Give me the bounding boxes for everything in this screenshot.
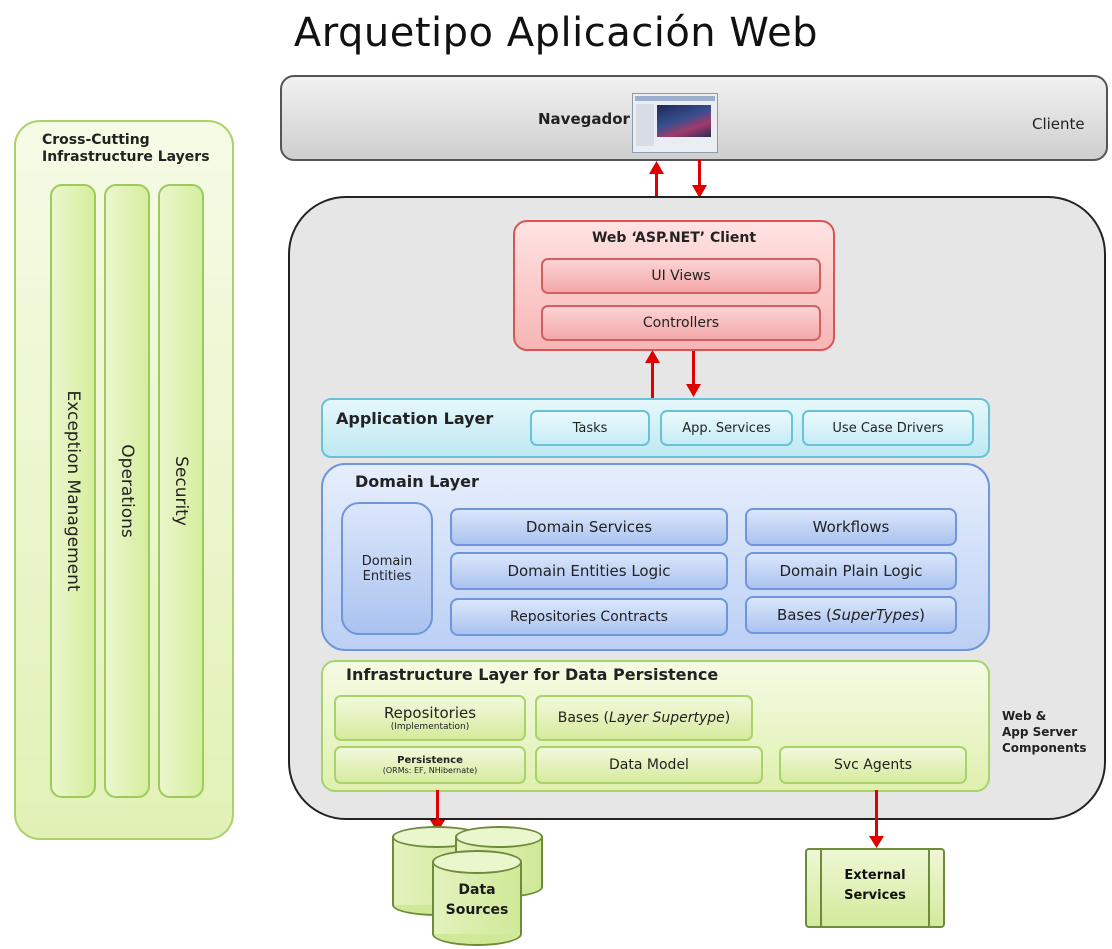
diagram-title: Arquetipo Aplicación Web [293, 10, 819, 56]
external-services-label: External Services [820, 866, 930, 906]
pillar-label: Security [171, 456, 191, 526]
data-sources-label: Data Sources [432, 880, 522, 920]
domain-entities-logic-box: Domain Entities Logic [450, 552, 728, 590]
data-sources-line: Data [458, 882, 496, 898]
bases-layer-supertype-box: Bases (Layer Supertype) [535, 695, 753, 741]
svc-agents-box: Svc Agents [779, 746, 967, 784]
persistence-box: Persistence (ORMs: EF, NHibernate) [334, 746, 526, 784]
data-sources-line: Sources [445, 902, 509, 918]
infrastructure-layer-title: Infrastructure Layer for Data Persistenc… [346, 665, 719, 684]
arrow-up-shaft [651, 362, 654, 399]
data-sources-cylinder: Data Sources [432, 850, 542, 949]
application-layer-title: Application Layer [336, 409, 494, 428]
bases-prefix: Bases ( [557, 710, 610, 726]
bases-italic: SuperTypes [831, 606, 920, 624]
use-case-drivers-box: Use Case Drivers [802, 410, 974, 446]
repositories-label: Repositories [383, 704, 477, 722]
browser-label: Navegador [538, 110, 630, 128]
arrow-down-icon [686, 384, 701, 397]
cross-cutting-title: Cross-Cutting Infrastructure Layers [42, 132, 210, 166]
bases-prefix: Bases ( [776, 606, 832, 624]
server-label-line: App Server [1002, 725, 1078, 739]
bases-supertypes-box: Bases (SuperTypes) [745, 596, 957, 634]
external-services-line: External [844, 868, 906, 883]
server-label-line: Web & [1002, 709, 1047, 723]
ui-views-box: UI Views [541, 258, 821, 294]
cross-cutting-title-line2: Infrastructure Layers [42, 149, 210, 165]
browser-screenshot-icon [632, 93, 718, 153]
server-label-line: Components [1002, 741, 1087, 755]
external-services-inner [820, 848, 930, 928]
bases-suffix: ) [724, 710, 731, 726]
tasks-box: Tasks [530, 410, 650, 446]
arrow-down-shaft [698, 160, 701, 187]
arrow-down-shaft [875, 790, 878, 838]
arrow-up-icon [649, 161, 664, 174]
external-services-line: Services [844, 888, 906, 903]
arrow-down-shaft [436, 790, 439, 822]
persistence-sublabel: (ORMs: EF, NHibernate) [382, 766, 478, 775]
server-components-label: Web & App Server Components [1002, 708, 1087, 756]
repositories-contracts-box: Repositories Contracts [450, 598, 728, 636]
repositories-box: Repositories (Implementation) [334, 695, 526, 741]
arrow-down-icon [869, 836, 884, 848]
pillar-label: Exception Management [63, 390, 83, 592]
arrow-up-icon [645, 350, 660, 363]
pillar-operations: Operations [104, 184, 150, 798]
domain-services-box: Domain Services [450, 508, 728, 546]
domain-layer-title: Domain Layer [355, 472, 479, 491]
arrow-down-icon [692, 185, 707, 198]
repositories-sublabel: (Implementation) [390, 722, 470, 732]
arrow-down-shaft [692, 351, 695, 386]
domain-entities-line1: Domain [361, 553, 413, 569]
controllers-box: Controllers [541, 305, 821, 341]
external-services-box [805, 848, 945, 928]
data-model-box: Data Model [535, 746, 763, 784]
arrow-up-shaft [655, 172, 658, 199]
pillar-label: Operations [117, 444, 137, 538]
client-tier-label: Cliente [1032, 115, 1085, 133]
web-client-title: Web ‘ASP.NET’ Client [591, 230, 757, 246]
app-services-box: App. Services [660, 410, 793, 446]
persistence-label: Persistence [397, 755, 463, 766]
domain-plain-logic-box: Domain Plain Logic [745, 552, 957, 590]
domain-entities-line2: Entities [362, 568, 412, 584]
bases-suffix: ) [919, 606, 926, 624]
pillar-security: Security [158, 184, 204, 798]
bases-italic: Layer Supertype [609, 710, 725, 726]
pillar-exception-management: Exception Management [50, 184, 96, 798]
domain-entities-box: Domain Entities [341, 502, 433, 635]
workflows-box: Workflows [745, 508, 957, 546]
cross-cutting-title-line1: Cross-Cutting [42, 132, 150, 148]
